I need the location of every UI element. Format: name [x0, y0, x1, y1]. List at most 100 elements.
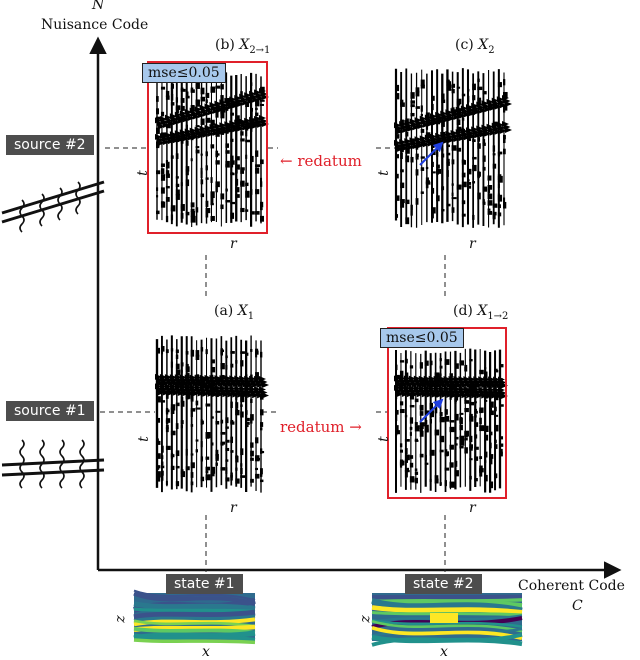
seismic-wiggle: [185, 394, 190, 400]
seismic-wiggle: [414, 422, 418, 426]
seismic-wiggle: [420, 167, 425, 171]
seismic-wiggle: [446, 79, 450, 83]
seismic-wiggle: [429, 414, 432, 418]
seismic-wiggle: [185, 466, 190, 471]
seismic-wiggle: [260, 159, 264, 165]
seismic-wiggle: [469, 444, 473, 449]
seismic-wiggle: [404, 459, 409, 463]
seismic-wiggle: [399, 460, 405, 466]
seismic-event: [262, 392, 269, 399]
seismic-wiggle: [395, 134, 400, 139]
seismic-wiggle: [235, 478, 240, 484]
seismic-wiggle: [429, 410, 435, 418]
seismic-wiggle: [220, 348, 223, 355]
seismic-wiggle: [474, 422, 479, 427]
seismic-wiggle: [459, 360, 465, 366]
seismic-wiggle: [160, 345, 165, 352]
seismic-wiggle: [503, 91, 508, 98]
seismic-wiggle: [429, 449, 435, 456]
seismic-wiggle: [395, 93, 400, 100]
seismic-wiggle: [454, 470, 459, 477]
seismic-wiggle: [240, 167, 245, 171]
seismic-wiggle: [205, 117, 211, 123]
seismic-wiggle: [205, 200, 209, 207]
seismic-wiggle: [410, 104, 415, 108]
seismic-wiggle: [479, 369, 484, 375]
seismic-wiggle: [399, 370, 404, 378]
seismic-wiggle: [444, 449, 448, 453]
seismic-wiggle: [484, 474, 488, 482]
velocity-layer: [371, 619, 523, 633]
seismic-wiggle: [165, 349, 169, 354]
seismic-wiggle: [446, 203, 451, 207]
seismic-wiggle: [464, 396, 467, 401]
seismic-wiggle: [260, 409, 264, 416]
seismic-wiggle: [474, 408, 477, 412]
seismic-wiggle: [439, 358, 442, 362]
seismic-wiggle: [156, 210, 160, 215]
seismic-wiggle: [439, 412, 443, 417]
seismic-wiggle: [454, 443, 458, 446]
seismic-wiggle: [477, 171, 480, 179]
seismic-wiggle: [467, 168, 472, 175]
seismic-wiggle: [439, 449, 444, 453]
seismic-wiggle: [459, 435, 465, 440]
source-1-badge: source #1: [6, 401, 94, 421]
seismic-wiggle: [260, 395, 264, 400]
seismic-wiggle: [439, 435, 445, 443]
velocity-layer: [371, 634, 523, 647]
seismic-wiggle: [441, 187, 444, 191]
seismic-wiggle: [414, 439, 419, 442]
seismic-wiggle: [165, 424, 169, 430]
seismic-wiggle: [210, 144, 215, 149]
seismic-wiggle: [260, 451, 265, 454]
seismic-wiggle: [240, 475, 246, 478]
seismic-wiggle: [415, 87, 420, 93]
seismic-wiggle: [400, 182, 405, 189]
seismic-wiggle: [190, 408, 196, 412]
seismic-wiggle: [469, 413, 473, 421]
seismic-wiggle: [469, 475, 472, 480]
seismic-wiggle: [240, 170, 245, 174]
seismic-wiggle: [469, 458, 473, 461]
seismic-wiggle: [160, 445, 164, 453]
seismic-wiggle: [260, 473, 263, 477]
seismic-wiggle: [195, 439, 199, 442]
seismic-wiggle: [420, 191, 424, 194]
seismic-wiggle: [449, 462, 454, 468]
seismic-wiggle: [494, 368, 498, 372]
seismic-wiggle: [260, 103, 264, 106]
seismic-wiggle: [472, 83, 476, 91]
seismic-wiggle: [205, 92, 210, 99]
seismic-wiggle: [156, 417, 161, 423]
seismic-wiggle: [195, 449, 198, 453]
seismic-wiggle: [175, 465, 180, 469]
seismic-wiggle: [225, 447, 230, 452]
seismic-wiggle: [489, 454, 494, 459]
seismic-wiggle: [464, 407, 469, 413]
seismic-wiggle: [185, 366, 190, 373]
seismic-wiggle: [415, 144, 419, 150]
seismic-wiggle: [399, 382, 403, 389]
seismic-wiggle: [404, 470, 408, 478]
seismic-event: [505, 127, 512, 133]
seismic-wiggle: [484, 451, 488, 458]
seismic-wiggle: [250, 442, 254, 448]
seismic-wiggle: [419, 404, 424, 411]
seismic-wiggle: [215, 185, 218, 193]
seismic-wiggle: [469, 401, 475, 406]
seismic-wiggle: [195, 149, 200, 154]
seismic-wiggle: [487, 177, 492, 181]
seismic-wiggle: [250, 457, 254, 461]
seismic-wiggle: [215, 454, 219, 461]
seismic-wiggle: [482, 91, 487, 95]
seismic-wiggle: [250, 127, 253, 132]
time-axis-letter-b: t: [134, 170, 151, 176]
seismic-wiggle: [170, 155, 174, 159]
seismic-wiggle: [410, 112, 415, 117]
seismic-wiggle: [503, 138, 506, 144]
seismic-wiggle: [165, 196, 170, 202]
seismic-wiggle: [454, 398, 457, 404]
y-axis-symbol: N: [92, 0, 105, 13]
seismic-wiggle: [461, 117, 465, 121]
